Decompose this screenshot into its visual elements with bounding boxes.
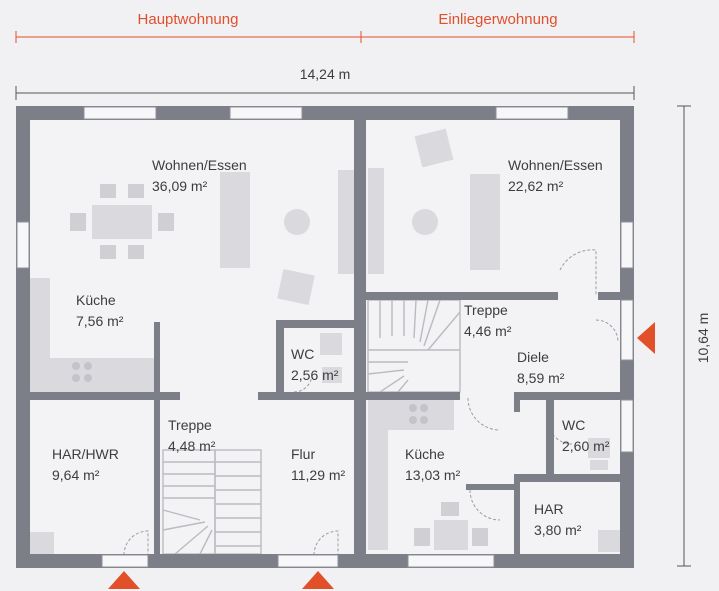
room-kueche-main: Küche 7,56 m² bbox=[76, 292, 124, 329]
width-dimension-line bbox=[15, 86, 635, 100]
room-name: Küche bbox=[76, 292, 116, 308]
kitchen-counter bbox=[386, 400, 454, 430]
depth-dimension-line bbox=[677, 105, 691, 567]
stove-burner bbox=[84, 362, 92, 370]
sofa bbox=[220, 172, 250, 268]
room-name: Treppe bbox=[464, 302, 508, 318]
room-name: Flur bbox=[291, 446, 315, 462]
room-treppe-main: Treppe 4,48 m² bbox=[168, 417, 216, 454]
wc-basin bbox=[588, 438, 610, 458]
entrance-marker-flur bbox=[302, 571, 334, 589]
room-diele: Diele 8,59 m² bbox=[517, 349, 565, 386]
room-har-hwr: HAR/HWR 9,64 m² bbox=[52, 446, 119, 483]
kitchen-counter bbox=[368, 400, 388, 550]
room-area: 2,60 m² bbox=[562, 438, 610, 454]
stove-burner bbox=[409, 404, 417, 412]
armchair bbox=[414, 128, 454, 168]
room-wc-main: WC 2,56 m² bbox=[291, 346, 339, 383]
kitchen-counter bbox=[30, 358, 154, 392]
washing-machine bbox=[30, 532, 54, 556]
chair bbox=[70, 213, 86, 231]
stove-burner bbox=[84, 374, 92, 382]
washing-machine bbox=[598, 530, 620, 552]
armchair bbox=[277, 269, 315, 305]
sofa bbox=[470, 174, 500, 270]
stove-burner bbox=[72, 374, 80, 382]
room-name: Treppe bbox=[168, 417, 212, 433]
windows bbox=[16, 106, 634, 568]
room-flur: Flur 11,29 m² bbox=[291, 446, 346, 483]
chair bbox=[441, 502, 459, 516]
sideboard bbox=[338, 170, 354, 274]
room-area: 4,48 m² bbox=[168, 438, 216, 454]
room-name: WC bbox=[562, 417, 585, 433]
stove-burner bbox=[420, 416, 428, 424]
room-wohnen-granny: Wohnen/Essen 22,62 m² bbox=[508, 157, 603, 194]
unit-divider-line bbox=[15, 31, 635, 43]
room-area: 9,64 m² bbox=[52, 467, 100, 483]
chair bbox=[472, 528, 488, 546]
stove-burner bbox=[420, 404, 428, 412]
chair bbox=[128, 245, 144, 259]
room-area: 11,29 m² bbox=[291, 467, 346, 483]
room-name: Wohnen/Essen bbox=[152, 157, 247, 173]
chair bbox=[100, 245, 116, 259]
room-name: Diele bbox=[517, 349, 549, 365]
chair bbox=[128, 184, 144, 198]
room-name: HAR bbox=[534, 501, 564, 517]
room-area: 36,09 m² bbox=[152, 178, 208, 194]
stove-burner bbox=[409, 416, 417, 424]
room-har: HAR 3,80 m² bbox=[534, 501, 582, 538]
coffee-table bbox=[284, 209, 310, 235]
dining-table bbox=[434, 520, 468, 550]
room-area: 2,56 m² bbox=[291, 367, 339, 383]
kitchen-counter bbox=[30, 278, 50, 360]
room-area: 7,56 m² bbox=[76, 313, 124, 329]
room-name: Küche bbox=[405, 446, 445, 462]
dining-table bbox=[92, 205, 152, 239]
unit-label-granny: Einliegerwohnung bbox=[438, 11, 557, 28]
room-wohnen-main: Wohnen/Essen 36,09 m² bbox=[152, 157, 247, 194]
furniture-layer bbox=[30, 128, 620, 556]
sideboard bbox=[368, 168, 384, 274]
room-name: Wohnen/Essen bbox=[508, 157, 603, 173]
room-kueche-granny: Küche 13,03 m² bbox=[405, 446, 461, 483]
coffee-table bbox=[412, 209, 438, 235]
room-area: 22,62 m² bbox=[508, 178, 564, 194]
chair bbox=[414, 528, 430, 546]
entrance-marker-har bbox=[108, 571, 140, 589]
room-name: WC bbox=[291, 346, 314, 362]
chair bbox=[100, 184, 116, 198]
toilet bbox=[322, 367, 342, 383]
stove-burner bbox=[72, 362, 80, 370]
room-area: 4,46 m² bbox=[464, 323, 512, 339]
room-area: 3,80 m² bbox=[534, 522, 582, 538]
door-swings bbox=[123, 249, 619, 556]
room-treppe-granny: Treppe 4,46 m² bbox=[464, 302, 512, 339]
wc-basin bbox=[320, 333, 342, 355]
width-dimension-label: 14,24 m bbox=[300, 66, 351, 82]
room-wc-granny: WC 2,60 m² bbox=[562, 417, 610, 454]
toilet bbox=[590, 460, 608, 470]
room-name: HAR/HWR bbox=[52, 446, 119, 462]
entrance-marker-diele bbox=[637, 322, 655, 354]
room-area: 13,03 m² bbox=[405, 467, 461, 483]
unit-label-main: Hauptwohnung bbox=[138, 11, 239, 28]
chair bbox=[158, 213, 174, 231]
room-area: 8,59 m² bbox=[517, 370, 565, 386]
depth-dimension-label: 10,64 m bbox=[695, 313, 711, 364]
